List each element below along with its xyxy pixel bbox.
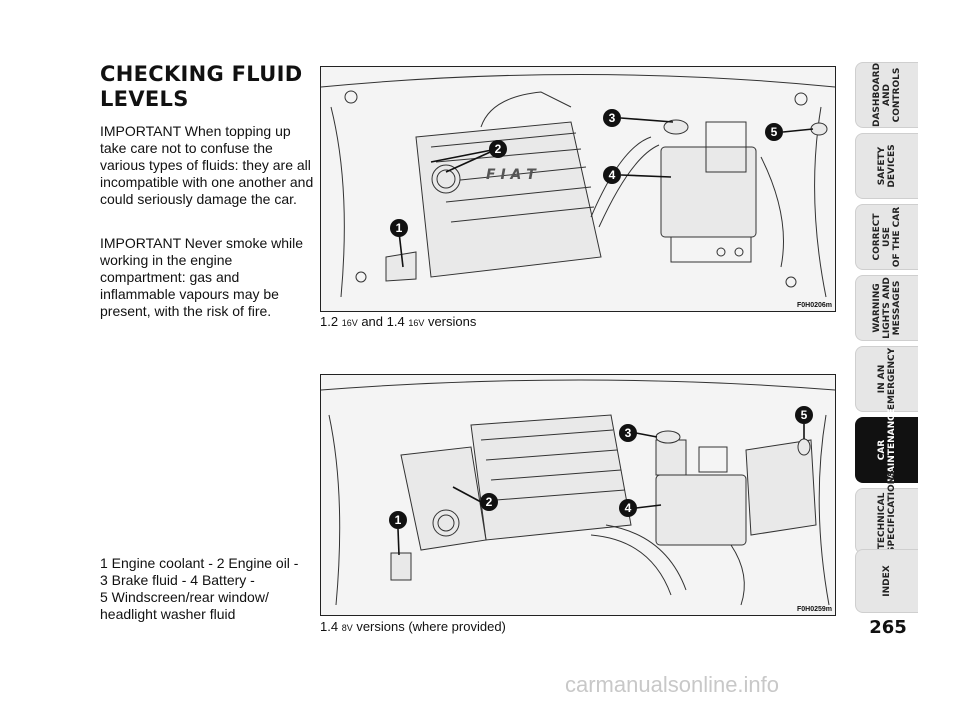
figure-caption-16v: 1.2 16V and 1.4 16V versions — [320, 314, 477, 329]
tab-safety-devices[interactable]: SAFETY DEVICES — [855, 133, 918, 199]
page-number: 265 — [869, 617, 907, 638]
figure-code: F0H0259m — [796, 606, 832, 613]
important-note-fluids: IMPORTANT When topping up take care not … — [100, 123, 314, 207]
callout-3: 3 — [603, 109, 674, 127]
tab-technical-specifications[interactable]: TECHNICAL SPECIFICATIONS — [855, 470, 918, 554]
engine-diagram-16v: F I A T 1 2 3 — [320, 66, 836, 312]
callout-4: 4 — [619, 499, 662, 517]
tab-car-maintenance[interactable]: CAR MAINTENANCE — [855, 408, 918, 483]
page-title: CHECKING FLUID LEVELS — [100, 62, 303, 111]
svg-text:1: 1 — [395, 513, 402, 527]
callout-1: 1 — [390, 219, 408, 268]
engine-illustration: 1 2 3 4 5 — [321, 379, 835, 606]
figure-legend: 1 Engine coolant - 2 Engine oil - 3 Brak… — [100, 555, 315, 623]
callout-2: 2 — [430, 140, 507, 173]
svg-text:4: 4 — [625, 501, 632, 515]
callout-4: 4 — [603, 166, 672, 184]
legend-line: headlight washer fluid — [100, 606, 236, 622]
callout-3: 3 — [619, 424, 658, 442]
svg-text:4: 4 — [609, 168, 616, 182]
callout-5: 5 — [795, 406, 813, 439]
tab-in-an-emergency[interactable]: IN AN EMERGENCY — [855, 346, 918, 412]
callout-5: 5 — [765, 123, 814, 141]
tab-dashboard-and-controls[interactable]: DASHBOARD AND CONTROLS — [855, 62, 918, 128]
svg-text:5: 5 — [801, 408, 808, 422]
tab-index[interactable]: INDEX — [855, 549, 918, 613]
engine-brand: F I A T — [486, 167, 537, 183]
svg-text:5: 5 — [771, 125, 778, 139]
figure-code: F0H0206m — [796, 302, 832, 309]
tab-warning-lights[interactable]: WARNING LIGHTS AND MESSAGES — [855, 275, 918, 341]
svg-text:3: 3 — [609, 111, 616, 125]
svg-text:3: 3 — [625, 426, 632, 440]
svg-text:2: 2 — [486, 495, 493, 509]
callout-2: 2 — [452, 486, 498, 511]
engine-diagram-8v: 1 2 3 4 5 F0H0259m — [320, 374, 836, 616]
watermark: carmanualsonline.info — [565, 672, 780, 697]
svg-text:2: 2 — [495, 142, 502, 156]
legend-line: 1 Engine coolant - 2 Engine oil - — [100, 555, 299, 571]
engine-illustration: F I A T 1 2 3 — [321, 74, 835, 298]
figure-caption-8v: 1.4 8V versions (where provided) — [320, 619, 506, 634]
callout-1: 1 — [389, 511, 407, 556]
legend-line: 5 Windscreen/rear window/ — [100, 589, 269, 605]
tab-correct-use[interactable]: CORRECT USE OF THE CAR — [855, 204, 918, 270]
important-note-smoking: IMPORTANT Never smoke while working in t… — [100, 235, 304, 319]
svg-text:1: 1 — [396, 221, 403, 235]
legend-line: 3 Brake fluid - 4 Battery - — [100, 572, 255, 588]
